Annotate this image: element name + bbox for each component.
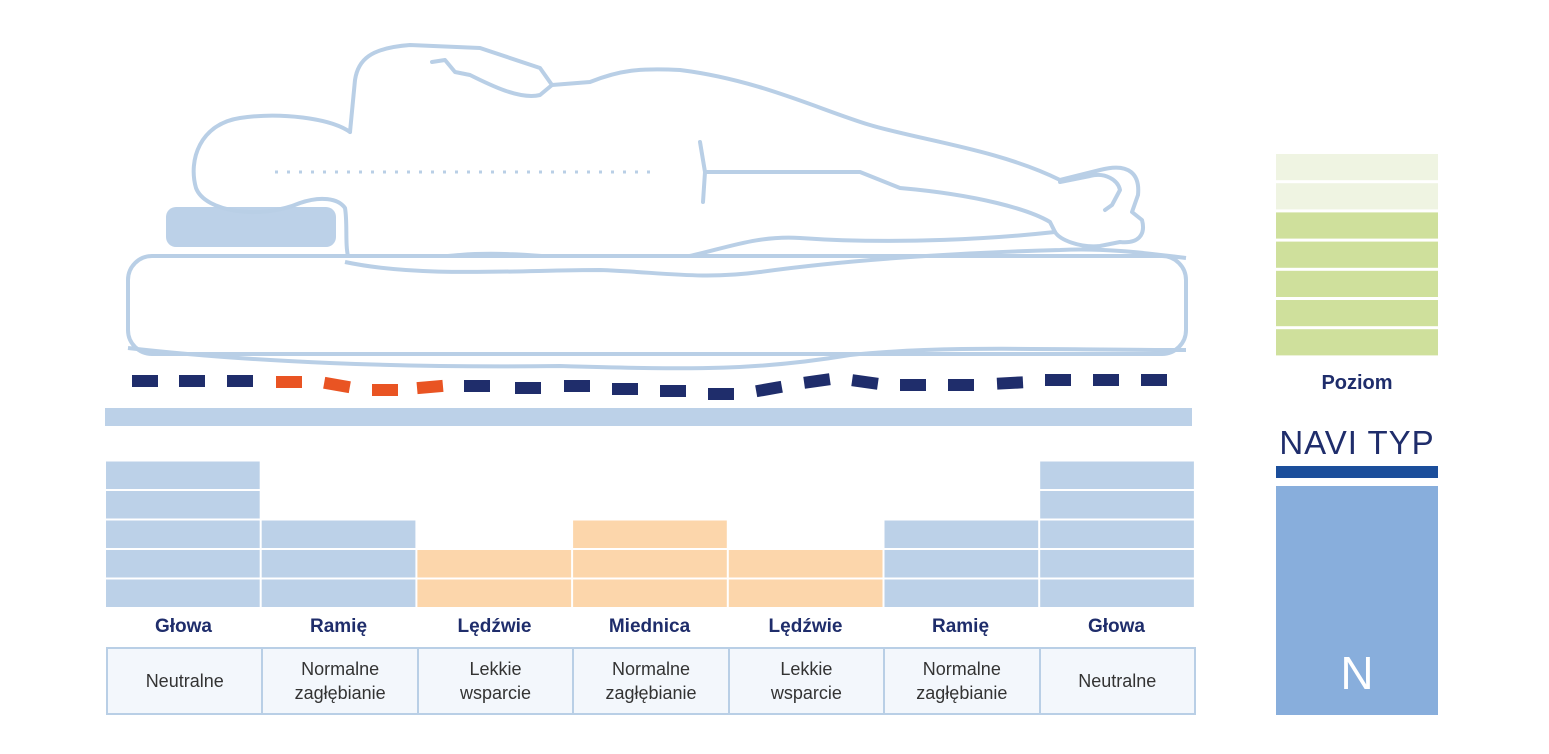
zone-label: Lędźwie [457, 616, 532, 637]
spine-dash [755, 380, 783, 398]
pillow [166, 207, 336, 247]
zone-firmness-segment [573, 520, 727, 548]
zone-firmness-segment [884, 550, 1039, 578]
zone-firmness-segment [573, 579, 727, 607]
navi-type-card [1276, 486, 1438, 715]
zone-stacks [106, 461, 1194, 607]
zone-firmness-segment [261, 520, 416, 548]
description-cell: Neutralne [108, 649, 264, 713]
spine-dash [948, 379, 974, 391]
zone-label: Głowa [154, 616, 212, 637]
description-table: Neutralne Normalne zagłębianie Lekkie ws… [106, 647, 1196, 715]
zone-firmness-segment [884, 579, 1039, 607]
spine-dash [179, 375, 205, 387]
zone-label: Ramię [931, 616, 990, 637]
zone-label: Miednica [608, 616, 691, 637]
poziom-segment [1276, 183, 1438, 210]
description-cell: Normalne zagłębianie [263, 649, 419, 713]
spine-dash [372, 384, 398, 396]
description-cell: Neutralne [1078, 671, 1157, 691]
zone-firmness-segment [1040, 520, 1194, 548]
spine-dash [564, 380, 590, 392]
spine-dash [803, 373, 831, 389]
spine-dashes [132, 373, 1167, 400]
navi-underline [1276, 466, 1438, 478]
poziom-segment [1276, 300, 1438, 327]
zone-firmness-segment [1040, 461, 1194, 489]
base-bar [105, 408, 1192, 426]
poziom-segment [1276, 154, 1438, 181]
spine-dash [323, 376, 351, 394]
spine-dash [1141, 374, 1167, 386]
mattress [126, 254, 1188, 356]
zone-firmness-segment [1040, 550, 1194, 578]
poziom-label: Poziom [1321, 372, 1393, 394]
poziom-segment [1276, 329, 1438, 356]
spine-dash [851, 374, 879, 390]
zone-firmness-segment [106, 550, 260, 578]
description-cell: Lekkie wsparcie [419, 649, 575, 713]
spine-dash [1093, 374, 1119, 386]
zone-firmness-segment [106, 579, 260, 607]
zone-label: Lędźwie [768, 616, 843, 637]
navi-type-letter: N [1340, 647, 1374, 699]
zone-firmness-segment [728, 550, 883, 578]
spine-dash [515, 382, 541, 394]
spine-dash [996, 376, 1024, 390]
spine-dash [276, 376, 302, 388]
zone-firmness-segment [573, 550, 727, 578]
navi-title: NAVI TYP [1279, 424, 1435, 461]
spine-dash [708, 388, 734, 400]
sleeper-silhouette [191, 43, 1145, 268]
poziom-segment [1276, 270, 1438, 297]
body-imprint [344, 247, 1187, 278]
zone-firmness-segment [884, 520, 1039, 548]
spine-dash [132, 375, 158, 387]
description-cell: Normalne zagłębianie [574, 649, 730, 713]
zone-firmness-segment [106, 520, 260, 548]
description-cell: Lekkie wsparcie [730, 649, 886, 713]
spine-dash [227, 375, 253, 387]
zone-firmness-segment [1040, 579, 1194, 607]
zone-label: Ramię [309, 616, 368, 637]
poziom-scale [1276, 154, 1438, 356]
spine-dash [660, 385, 686, 397]
spine-dash [1045, 374, 1071, 386]
zone-firmness-segment [261, 550, 416, 578]
zone-label: Głowa [1087, 616, 1145, 637]
zone-firmness-segment [417, 579, 572, 607]
spine-dash [900, 379, 926, 391]
poziom-segment [1276, 241, 1438, 268]
spine-dash [612, 383, 638, 395]
zone-firmness-segment [728, 579, 883, 607]
zone-firmness-segment [1040, 491, 1194, 519]
zone-firmness-segment [106, 491, 260, 519]
zone-firmness-segment [106, 461, 260, 489]
mattress-bottom-wave [127, 346, 1187, 371]
description-cell: Normalne zagłębianie [885, 649, 1041, 713]
spine-dash [416, 379, 444, 395]
spine-dash [464, 380, 490, 392]
poziom-segment [1276, 212, 1438, 239]
zone-firmness-segment [261, 579, 416, 607]
zone-firmness-segment [417, 550, 572, 578]
